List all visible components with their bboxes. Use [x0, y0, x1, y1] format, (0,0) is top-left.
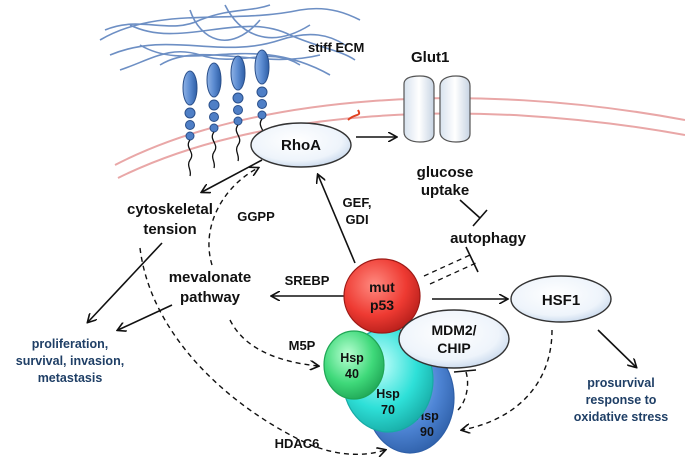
ecm-fibers — [99, 4, 361, 76]
arrow-tension-proliferation — [88, 242, 163, 322]
inhibit-mdm2-hsp — [453, 369, 477, 411]
svg-text:RhoA: RhoA — [281, 137, 321, 154]
cell-membrane — [114, 97, 685, 179]
glut1-transporter-icon — [403, 75, 471, 143]
proliferation-label: proliferation,survival, invasion,metasta… — [16, 337, 124, 385]
arrow-rhoa-tension — [202, 159, 263, 192]
arrow-mevalonate-hsp40 — [229, 319, 318, 366]
integrin-icon — [230, 55, 246, 162]
inhibit-glucose-autophagy — [459, 199, 488, 227]
arrow-hsf1-prosurvival — [597, 329, 636, 367]
stiff-ecm-label: stiff ECM — [308, 40, 364, 55]
arrow-p53-rhoa — [318, 175, 356, 264]
mdm2-chip-node: MDM2/CHIP — [398, 309, 510, 369]
hsf1-node: HSF1 — [510, 275, 612, 323]
integrin-icon — [206, 62, 222, 169]
glut1-label: Glut1 — [411, 49, 449, 66]
integrin-receptors — [182, 49, 270, 177]
integrin-icon — [182, 70, 198, 177]
autophagy-label: autophagy — [450, 230, 526, 247]
arrow-tension-hsp90 — [139, 247, 385, 454]
srebp-label: SREBP — [285, 273, 330, 288]
m5p-label: M5P — [289, 338, 316, 353]
svg-text:MDM2/CHIP: MDM2/CHIP — [431, 322, 476, 356]
rhoa-node: RhoA — [250, 109, 361, 168]
arrow-ggpp-rhoa — [208, 168, 258, 266]
hdac6-label: HDAC6 — [275, 436, 320, 451]
arrow-hsf1-hsp90 — [462, 329, 553, 430]
arrow-mevalonate-proliferation — [118, 304, 173, 330]
gef-gdi-label: GEF,GDI — [343, 195, 372, 227]
inhibit-p53-autophagy — [423, 246, 479, 285]
ggpp-label: GGPP — [237, 209, 275, 224]
svg-text:HSF1: HSF1 — [542, 292, 580, 309]
